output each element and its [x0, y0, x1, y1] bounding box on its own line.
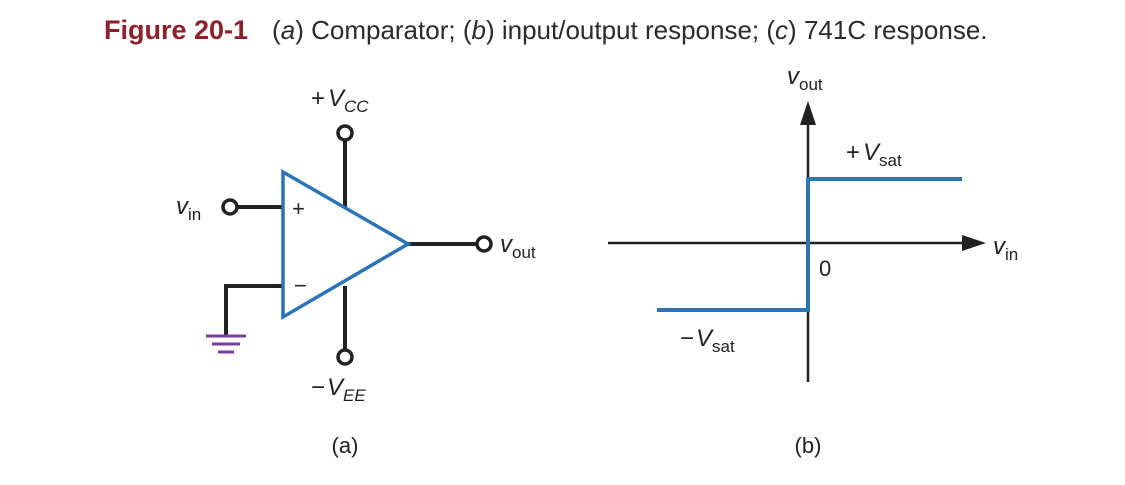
response-graph: vout vin 0 +Vsat −Vsat (b): [608, 63, 1018, 458]
vin-terminal: [221, 198, 239, 216]
caption-text-c: 741C response.: [796, 15, 988, 45]
caption-paren-a-close: ): [295, 15, 304, 45]
vin-label: vin: [176, 193, 201, 224]
vcc-terminal: [336, 124, 354, 142]
y-axis-label: vout: [787, 63, 823, 94]
vcc-label: +VCC: [311, 85, 369, 116]
origin-label: 0: [819, 256, 831, 281]
x-axis-label: vin: [993, 233, 1018, 264]
opamp-triangle: [281, 168, 412, 321]
y-axis-arrow-icon: [800, 101, 816, 125]
caption-paren-c-close: ): [788, 15, 797, 45]
ground-wire: [224, 284, 283, 336]
ground-icon: [206, 334, 246, 354]
vee-terminal: [336, 348, 354, 366]
transfer-characteristic-trace: [657, 177, 962, 312]
caption-letter-a: a: [280, 15, 296, 45]
vout-terminal: [475, 235, 493, 253]
caption-letter-c: c: [775, 15, 789, 45]
comparator-circuit: + − +VCC −VEE vin vout (a): [176, 85, 536, 458]
caption-paren-a-open: (: [272, 15, 281, 45]
x-axis-arrow-icon: [962, 235, 986, 251]
caption-paren-b-close: ): [485, 15, 495, 45]
caption-text-a: Comparator;: [303, 15, 463, 45]
caption-letter-b: b: [471, 15, 486, 45]
caption-paren-c-open: (: [766, 15, 776, 45]
figure-caption: Figure 20-1(a) Comparator; (b) input/out…: [104, 10, 988, 50]
negative-saturation-label: −Vsat: [680, 325, 735, 356]
noninverting-input-sign: +: [292, 196, 305, 221]
caption-text-b: input/output response;: [494, 15, 767, 45]
panel-b-label: (b): [795, 433, 822, 458]
inverting-input-sign: −: [294, 273, 307, 298]
vee-label: −VEE: [311, 374, 366, 405]
figure-label: Figure 20-1: [104, 15, 249, 45]
vout-label: vout: [500, 231, 536, 262]
panel-a-label: (a): [332, 433, 359, 458]
caption-paren-b-open: (: [462, 15, 472, 45]
positive-saturation-label: +Vsat: [846, 139, 902, 170]
